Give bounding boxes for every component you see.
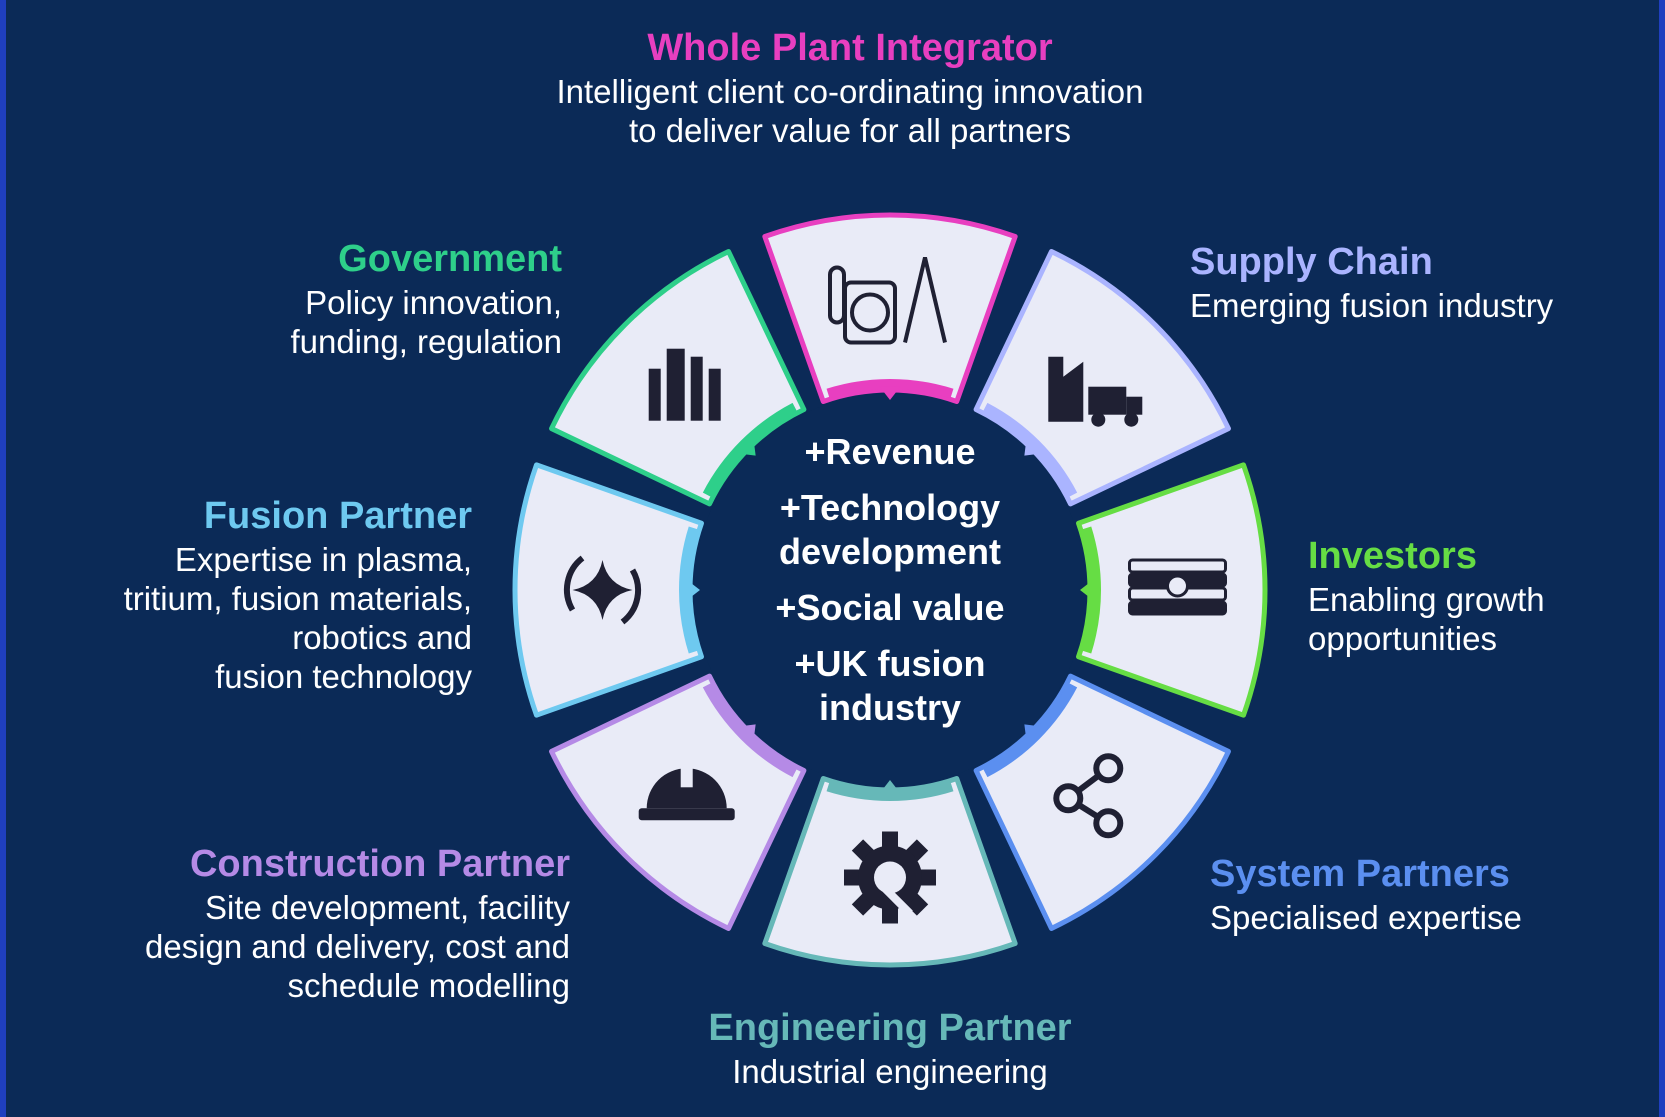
fusion-partner-desc-2: tritium, fusion materials, [123,579,472,617]
benefit-revenue: +Revenue [804,431,976,472]
fusion-partner-title: Fusion Partner [203,495,472,537]
system-partners-title: System Partners [1210,853,1510,895]
pointer-supply_chain [1024,438,1042,456]
segment-whole_plant [762,212,1018,404]
segment-arc-fusion_partner [679,526,699,654]
power-plant-icon [828,257,947,345]
whole-plant-desc-2: to deliver value for all partners [628,111,1072,149]
gear-wrench-icon [844,831,936,924]
segment-arc-construction_partner [702,682,798,778]
segment-arc-engineering_partner [826,781,954,801]
factory-truck-icon [1048,356,1143,427]
label-supply-chain: Supply Chain Emerging fusion industry [1190,240,1630,326]
segment-arc-whole_plant [826,379,954,399]
benefits-list: +Revenue +Technology development +Social… [740,430,1040,741]
label-whole-plant: Whole Plant Integrator Intelligent clien… [480,26,1220,151]
construction-partner-desc-1: Site development, facility [204,888,570,926]
system-partners-desc-1: Specialised expertise [1210,898,1522,936]
benefit-social: +Social value [775,586,1005,628]
pointer-fusion_partner [686,579,700,601]
government-title: Government [338,238,562,280]
label-fusion-partner: Fusion Partner Expertise in plasma, trit… [40,494,472,697]
whole-plant-title: Whole Plant Integrator [647,27,1053,69]
money-stack-icon [1128,558,1227,616]
label-investors: Investors Enabling growth opportunities [1308,534,1628,659]
pointer-whole_plant [879,386,901,400]
label-engineering-partner: Engineering Partner Industrial engineeri… [620,1006,1160,1092]
engineering-partner-desc-1: Industrial engineering [732,1052,1048,1090]
investors-desc-2: opportunities [1308,619,1497,657]
investors-title: Investors [1308,535,1477,577]
fusion-partner-desc-4: fusion technology [215,657,472,695]
segment-arc-system_partners [982,682,1078,778]
government-desc-1: Policy innovation, [305,283,562,321]
pointer-government [738,438,756,456]
construction-partner-desc-2: design and delivery, cost and [145,927,570,965]
label-construction-partner: Construction Partner Site development, f… [60,842,570,1006]
pointer-system_partners [1024,724,1042,742]
construction-partner-desc-3: schedule modelling [287,966,570,1004]
pointer-engineering_partner [879,780,901,794]
benefit-uk-industry: +UK fusion industry [794,642,986,728]
segment-arc-government [702,402,798,498]
investors-desc-1: Enabling growth [1308,580,1545,618]
pointer-investors [1080,579,1094,601]
supply-chain-desc-1: Emerging fusion industry [1190,286,1554,324]
segment-arc-supply_chain [982,402,1078,498]
supply-chain-title: Supply Chain [1190,241,1433,283]
wheel-center [694,394,1086,786]
pointer-construction_partner [738,724,756,742]
fusion-partner-desc-3: robotics and [292,618,472,656]
hard-hat-icon [638,765,735,821]
government-building-icon [648,348,721,421]
share-nodes-icon [1053,753,1124,839]
whole-plant-desc-1: Intelligent client co-ordinating innovat… [556,72,1144,110]
benefit-technology: +Technology development [778,486,1002,572]
segment-arc-investors [1081,526,1101,654]
plasma-star-icon [563,555,642,625]
government-desc-2: funding, regulation [290,322,562,360]
engineering-partner-title: Engineering Partner [708,1007,1072,1049]
label-government: Government Policy innovation, funding, r… [180,237,562,362]
label-system-partners: System Partners Specialised expertise [1210,852,1630,938]
construction-partner-title: Construction Partner [189,843,570,885]
fusion-partner-desc-1: Expertise in plasma, [174,540,472,578]
